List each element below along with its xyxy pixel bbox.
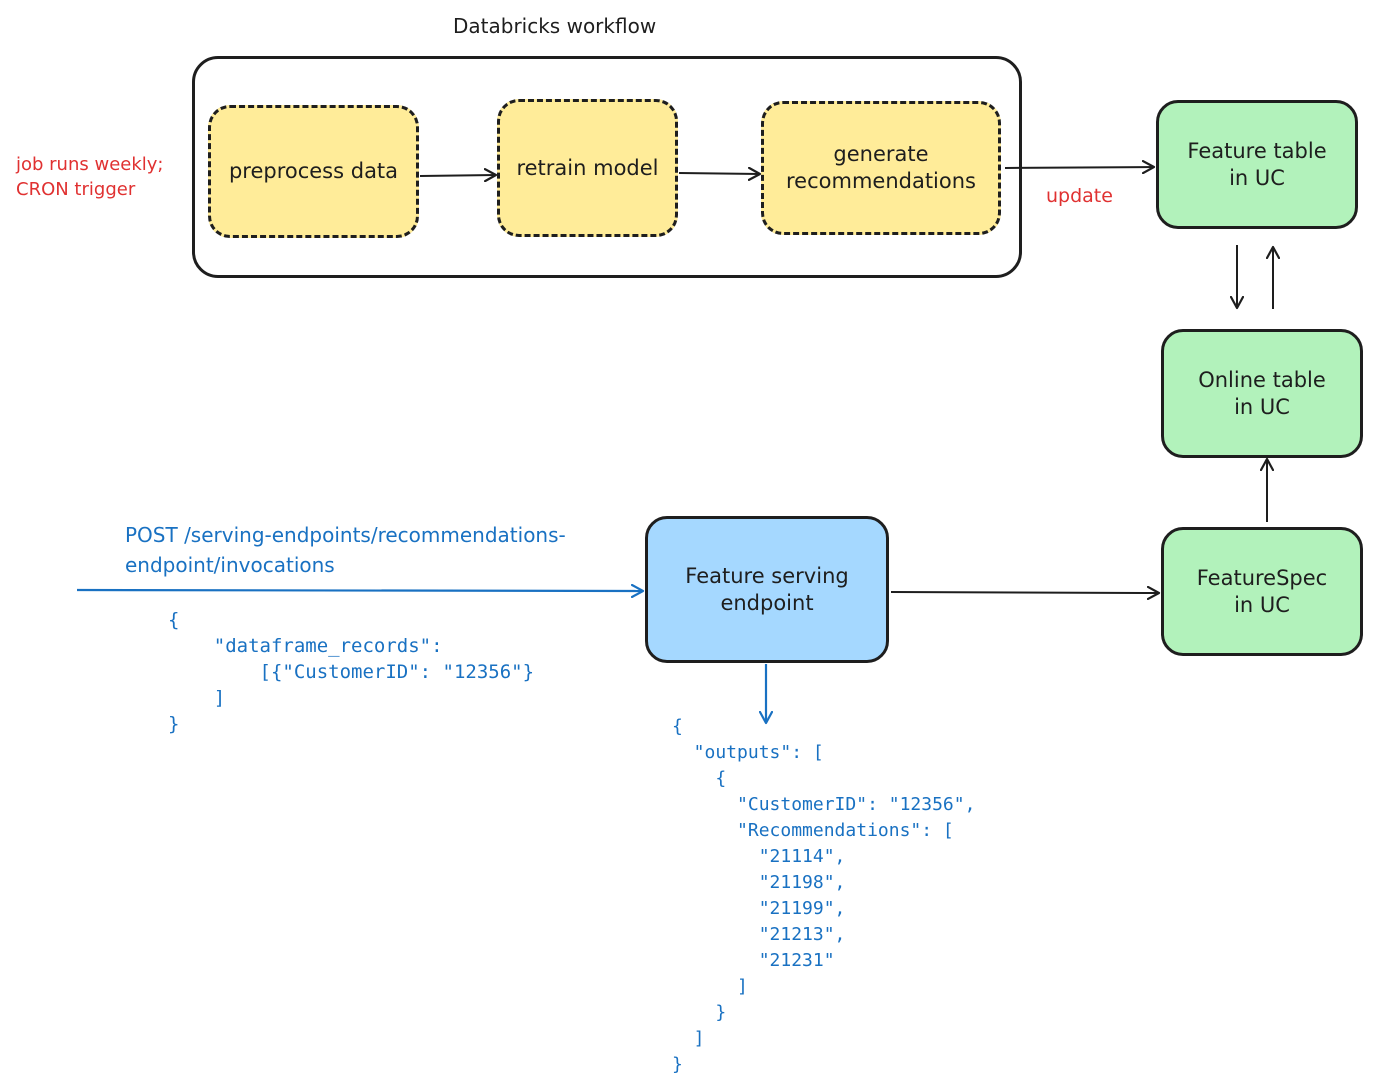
request-body: { "dataframe_records": [{"CustomerID": "… <box>168 609 535 735</box>
step-generate-recommendations: generate recommendations <box>761 101 1001 235</box>
feature-table-box: Feature table in UC <box>1156 100 1358 229</box>
arrow-endpoint-to-feature-spec <box>890 592 1159 593</box>
request-line: POST /serving-endpoints/recommendations-… <box>125 523 566 577</box>
arrow-generate-to-feature-table <box>1004 167 1154 168</box>
step-retrain-model: retrain model <box>497 99 678 237</box>
feature-serving-endpoint-box: Feature serving endpoint <box>645 516 889 663</box>
step-preprocess-data: preprocess data <box>208 105 419 238</box>
response-body: { "outputs": [ { "CustomerID": "12356", … <box>672 716 976 1075</box>
trigger-note: job runs weekly; CRON trigger <box>16 154 164 200</box>
workflow-title: Databricks workflow <box>453 14 657 38</box>
online-table-box: Online table in UC <box>1161 329 1363 458</box>
feature-spec-box: FeatureSpec in UC <box>1161 527 1363 656</box>
update-label: update <box>1046 185 1113 207</box>
arrow-request-to-endpoint <box>76 590 643 591</box>
